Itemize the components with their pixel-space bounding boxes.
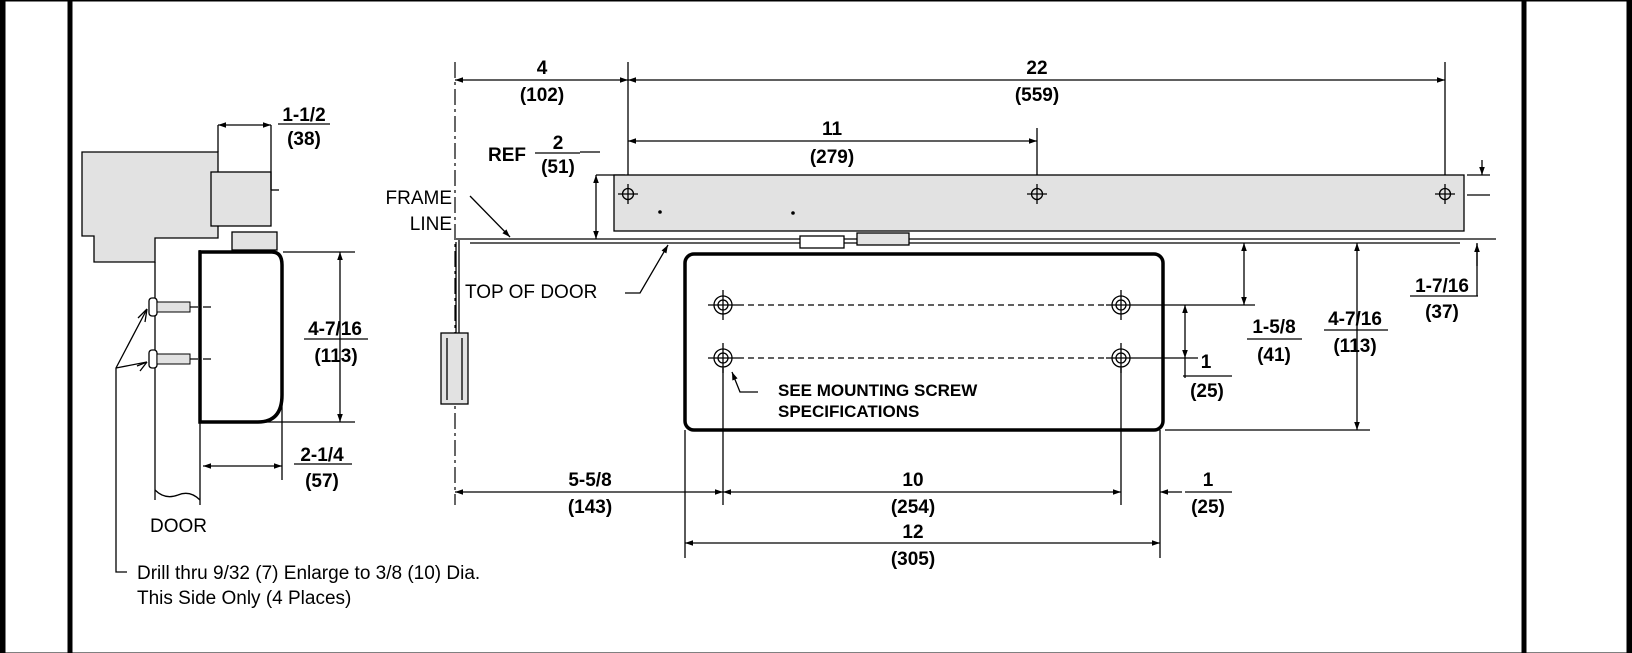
ref-metric-51: (51) [541,157,575,178]
dim-metric-57: (57) [305,471,339,492]
closer-side-profile [198,250,284,424]
mounting-track [613,174,1465,232]
screw-note-line-1: SEE MOUNTING SCREW [778,381,978,400]
closer-body [683,252,1165,432]
side-view: 1-1/2 (38) 4-7/16 (113) 2-1/4 (57) DOOR [81,105,480,609]
dim-value-22: 22 [1026,58,1047,79]
top-of-door-label: TOP OF DOOR [465,282,597,303]
track-hole-center [1027,184,1047,204]
frame-line-label-2: LINE [410,214,452,235]
dim-value-10: 10 [902,470,923,491]
dim-metric-305: (305) [891,549,935,570]
dim-value-4-7-16-side: 4-7/16 [308,319,362,340]
ref-prefix: REF [488,145,526,166]
dim-metric-279: (279) [810,147,854,168]
front-view: 4 (102) 22 (559) 11 (279) REF 2 (51) [386,58,1496,570]
dim-metric-38: (38) [287,129,321,150]
dim-value-12: 12 [902,522,923,543]
dim-value-1-5-8: 1-5/8 [1252,317,1295,338]
dim-metric-254: (254) [891,497,935,518]
dim-value-4-7-16-front: 4-7/16 [1328,309,1382,330]
hinge [440,332,469,405]
screw-hole-bottom-right [1106,343,1136,373]
screw-note-line-2: SPECIFICATIONS [778,402,919,421]
frame-block [81,151,219,263]
screw-hole-top-right [1106,290,1136,320]
dim-value-5-5-8: 5-5/8 [568,470,611,491]
dim-value-4: 4 [537,58,548,79]
arm-connector [799,235,845,249]
dim-metric-25-right: (25) [1190,381,1224,402]
dim-value-1-7-16: 1-7/16 [1415,276,1469,297]
dim-metric-113-side: (113) [314,346,357,367]
ref-value-2: 2 [553,133,564,154]
dim-metric-113-front: (113) [1333,336,1376,357]
dim-metric-37: (37) [1425,302,1459,323]
dim-value-11: 11 [822,119,843,140]
frame-line-label-1: FRAME [386,188,453,209]
dim-metric-143: (143) [568,497,612,518]
dim-value-1-bottom: 1 [1203,470,1214,491]
door-label: DOOR [150,516,207,537]
dim-metric-25-bottom: (25) [1191,497,1225,518]
arm-stub [210,171,272,227]
dim-value-1-1-2: 1-1/2 [282,105,325,126]
track-hole-left [618,184,638,204]
door-edge [154,250,201,505]
dim-metric-559: (559) [1015,85,1059,106]
dim-metric-102: (102) [520,85,564,106]
dim-value-2-1-4: 2-1/4 [300,445,344,466]
bracket [231,231,278,251]
drill-note-line-1: Drill thru 9/32 (7) Enlarge to 3/8 (10) … [137,563,480,584]
dim-metric-41: (41) [1257,345,1291,366]
arm-shoe [856,232,910,246]
track-hole-right [1435,184,1455,204]
screw-hole-top-left [708,290,738,320]
dim-value-1-right: 1 [1201,352,1212,373]
drill-note-line-2: This Side Only (4 Places) [137,588,351,609]
